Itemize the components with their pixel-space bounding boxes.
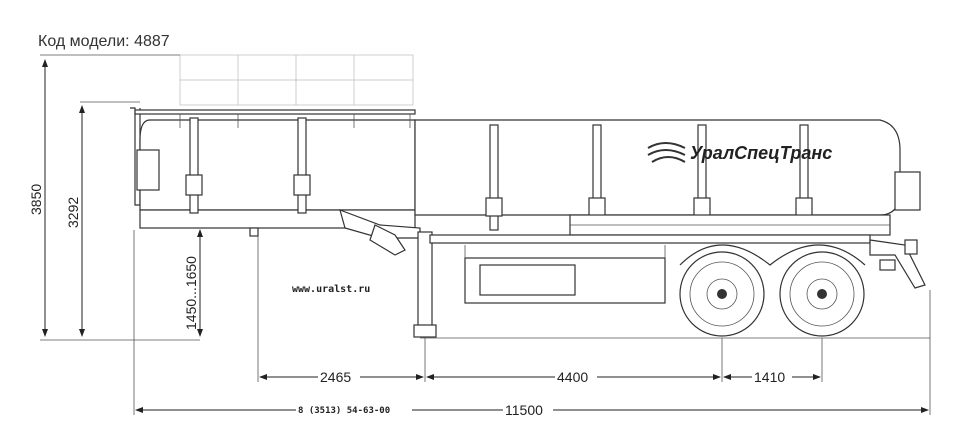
wheel-rear	[779, 251, 865, 337]
website-label: www.uralst.ru	[292, 284, 370, 295]
brand-name: УралСпецТранс	[690, 143, 832, 163]
dim-axle-spacing: 1410	[754, 369, 785, 385]
dim-body-height: 3292	[65, 197, 81, 228]
brand-logo: УралСпецТранс	[647, 142, 832, 163]
dim-coupling-height: 1450...1650	[183, 256, 199, 330]
tarp-body	[414, 119, 921, 304]
wheel-front	[679, 251, 765, 337]
model-code: Код модели: 4887	[38, 33, 170, 50]
dim-leg-to-axle: 4400	[557, 369, 588, 385]
dim-kingpin-to-leg: 2465	[320, 369, 351, 385]
dim-total-length: 11500	[505, 402, 543, 418]
phone-label: 8 (3513) 54-63-00	[298, 406, 390, 416]
front-platform	[130, 107, 416, 229]
gooseneck	[249, 209, 437, 338]
dim-total-height: 3850	[28, 184, 44, 215]
top-frame-grid	[179, 54, 414, 106]
rear-bumper	[869, 239, 926, 289]
